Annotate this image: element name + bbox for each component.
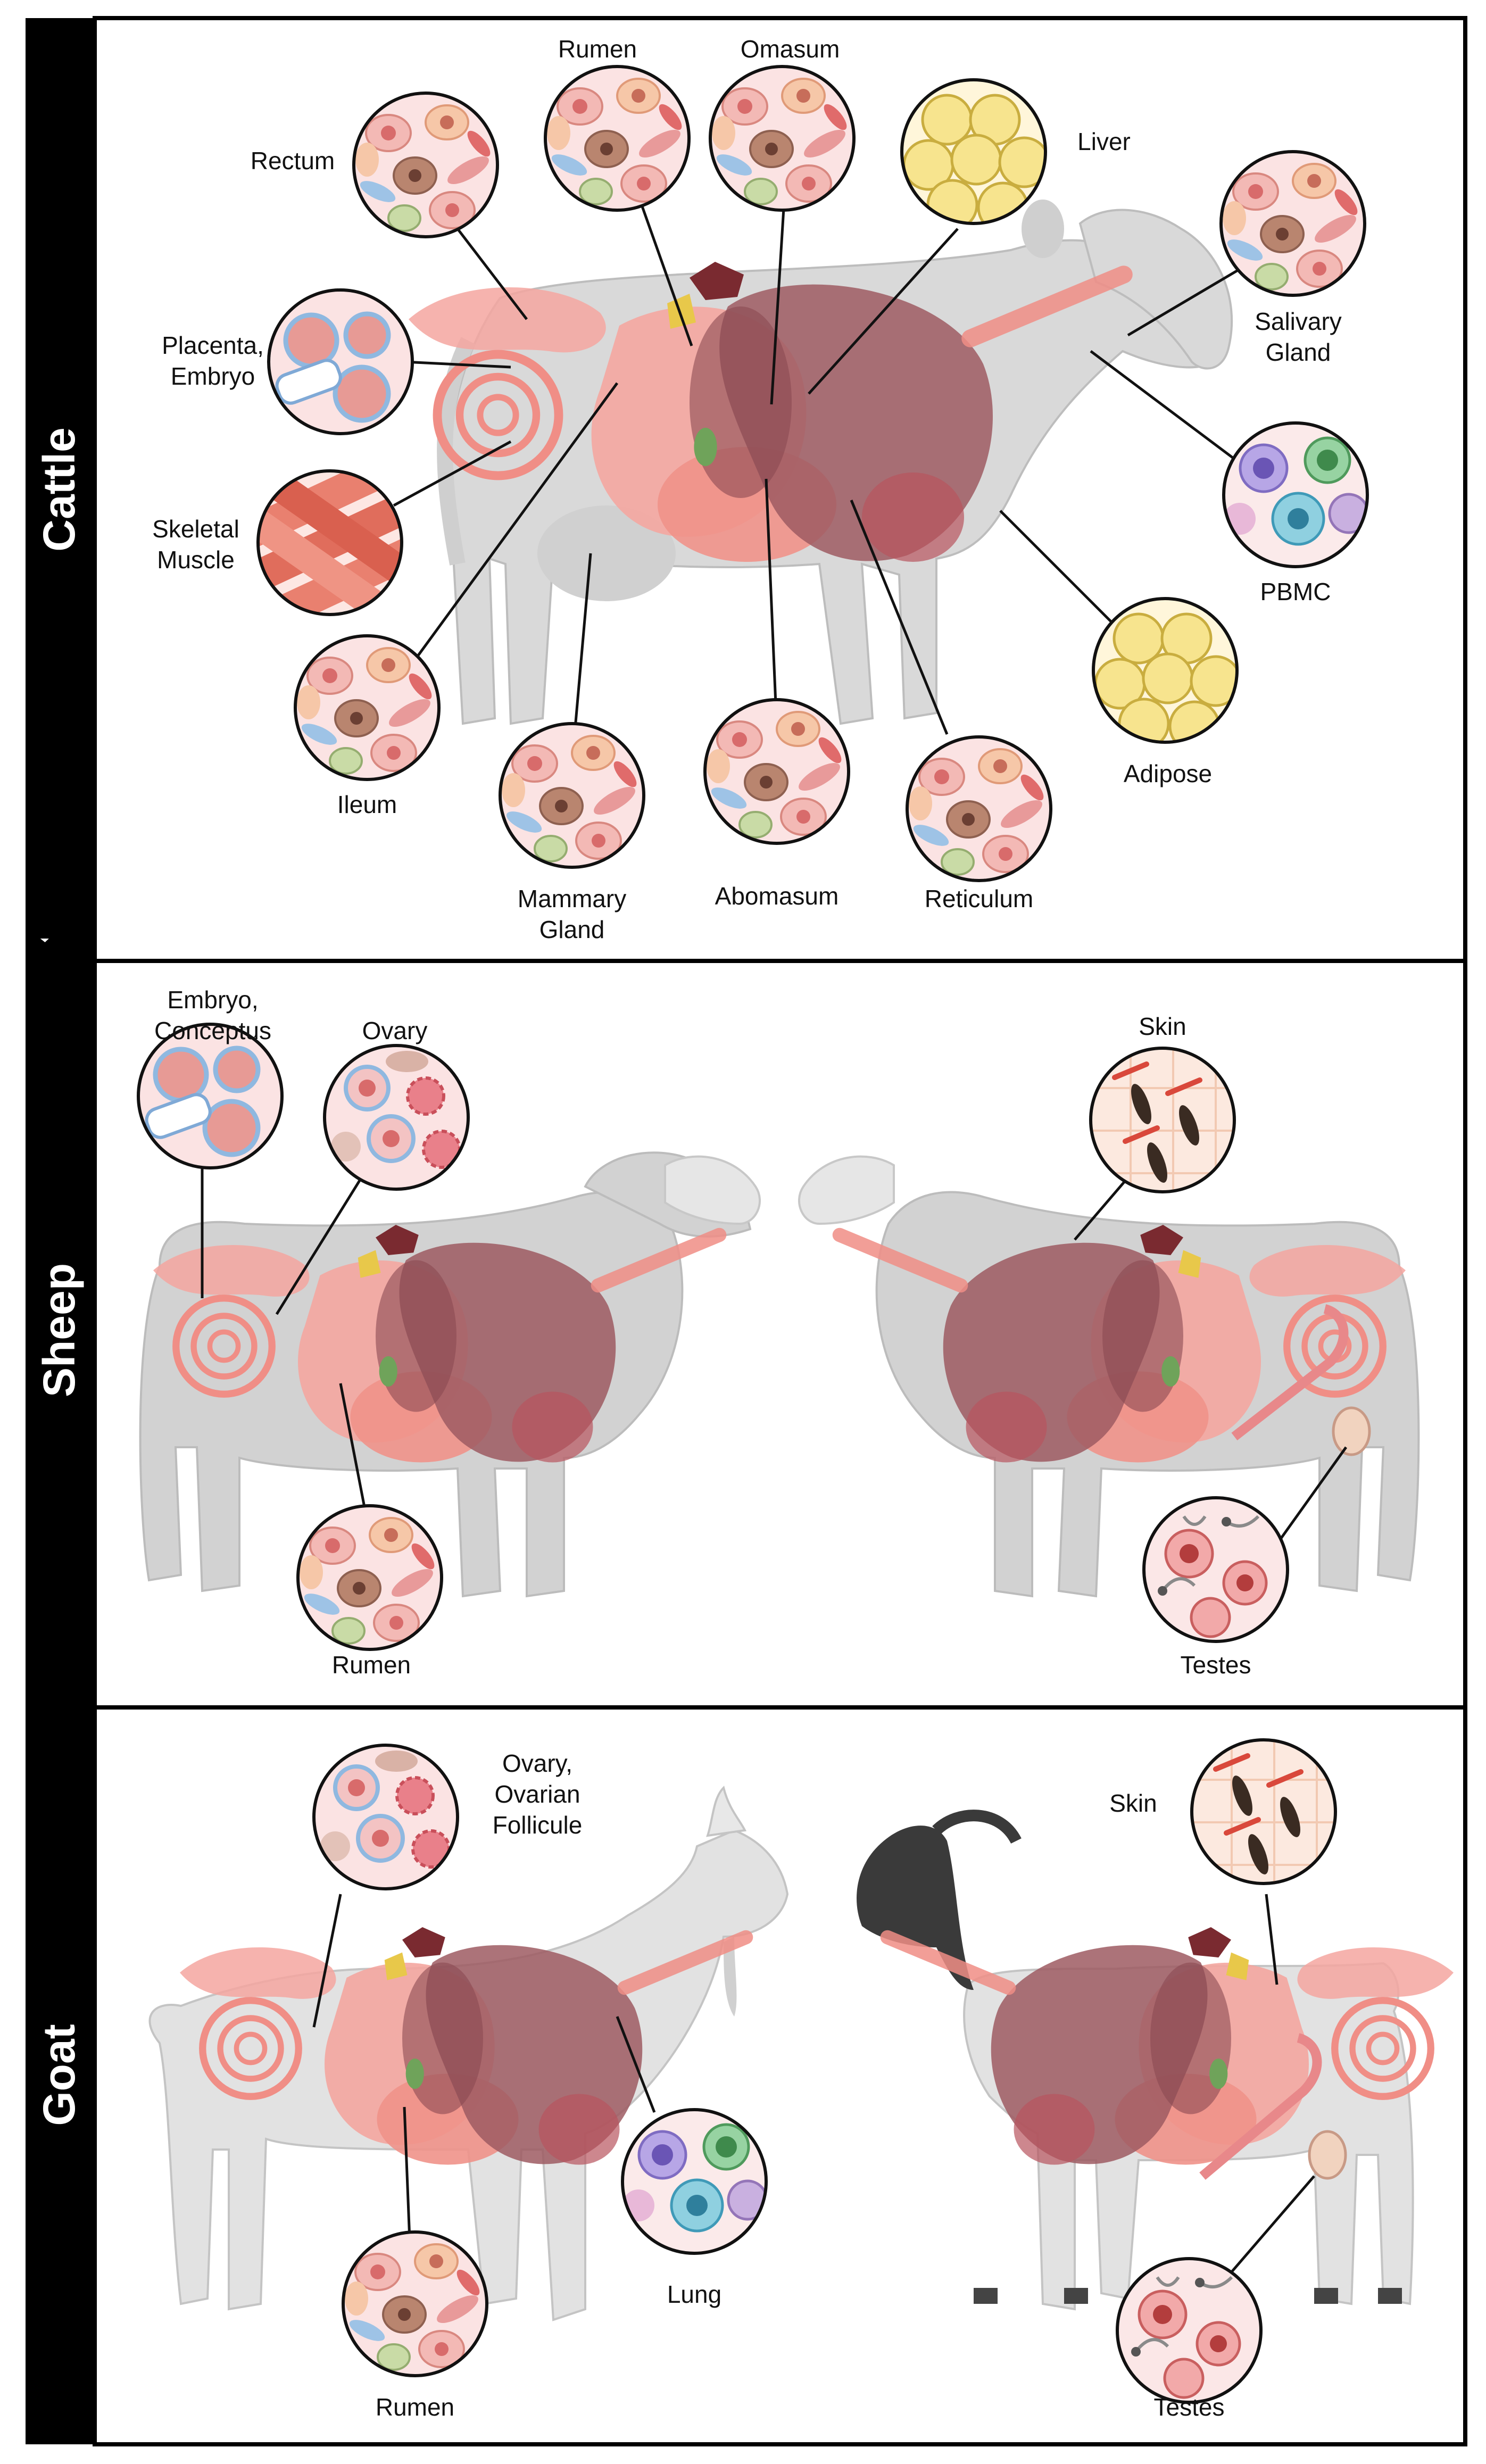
label-goat-rumen: Rumen	[376, 2393, 454, 2421]
mammary-gland-circle-icon	[500, 724, 644, 867]
sheep-label: Sheep	[34, 1263, 84, 1397]
label-goat-lung: Lung	[667, 2280, 721, 2308]
label-omasum: Omasum	[741, 35, 840, 63]
label-adipose: Adipose	[1124, 760, 1212, 787]
label-goat-ovary-2: Ovarian	[494, 1780, 580, 1808]
label-reticulum: Reticulum	[925, 885, 1034, 912]
sheep-panel: Embryo, Conceptus Ovary Skin Rumen Teste…	[138, 986, 1420, 1679]
side-label-goat: Goat	[26, 1684, 95, 2444]
reticulum-circle-icon	[907, 737, 1051, 881]
label-sheep-ovary: Ovary	[362, 1017, 428, 1044]
adipose-circle-icon	[1093, 599, 1240, 751]
label-skeletal-2: Muscle	[157, 546, 235, 574]
goat-testis-organ	[1199, 2033, 1347, 2180]
pbmc-circle-icon	[1224, 423, 1368, 567]
label-mammary-1: Mammary	[518, 885, 626, 912]
sheep-testis-organ	[1231, 1304, 1371, 1456]
label-sheep-testes: Testes	[1181, 1651, 1251, 1679]
goat-ovary-circle-icon	[314, 1745, 458, 1889]
rumen-circle-icon	[545, 67, 689, 210]
goat-leader-lines	[312, 1894, 1315, 2332]
goat-skin-circle-icon	[1192, 1740, 1335, 1884]
rectum-circle-icon	[354, 93, 497, 237]
salivary-gland-circle-icon	[1221, 152, 1365, 295]
label-sheep-rumen: Rumen	[332, 1651, 411, 1679]
side-label-cattle: Cattle	[26, 18, 95, 961]
goat-testes-circle-icon	[1117, 2259, 1261, 2402]
label-embryo-2: Conceptus	[154, 1017, 271, 1044]
goat-label: Goat	[34, 2024, 84, 2126]
label-pbmc: PBMC	[1260, 578, 1331, 605]
cattle-leader-lines	[393, 180, 1246, 735]
sheep-rumen-circle-icon	[298, 1506, 442, 1649]
ileum-circle-icon	[295, 636, 439, 779]
label-goat-skin: Skin	[1109, 1789, 1157, 1817]
cattle-label: Cattle	[34, 427, 84, 551]
sheep-skin-circle-icon	[1091, 1048, 1234, 1192]
liver-circle-icon	[902, 80, 1049, 232]
label-salivary-1: Salivary	[1255, 308, 1342, 335]
label-sheep-skin: Skin	[1139, 1013, 1186, 1040]
label-liver: Liver	[1077, 128, 1131, 155]
omasum-circle-icon	[710, 67, 854, 210]
goat-rumen-circle-icon	[343, 2232, 487, 2376]
label-mammary-2: Gland	[539, 916, 605, 943]
abomasum-circle-icon	[705, 700, 849, 843]
label-placenta-1: Placenta,	[162, 331, 264, 359]
label-embryo-1: Embryo,	[167, 986, 258, 1014]
label-salivary-2: Gland	[1266, 338, 1331, 366]
label-rectum: Rectum	[251, 147, 335, 175]
label-skeletal-1: Skeletal	[152, 515, 239, 543]
goat-panel: Ovary, Ovarian Follicule Skin Lung Rumen…	[148, 1740, 1454, 2421]
sheep-ovary-circle-icon	[325, 1046, 468, 1189]
sheep-embryo-circle-icon	[138, 1024, 282, 1168]
goat-lung-circle-icon	[622, 2110, 767, 2253]
label-goat-ovary-1: Ovary,	[502, 1749, 572, 1777]
label-goat-ovary-3: Follicule	[493, 1811, 583, 1839]
label-ileum: Ileum	[337, 791, 397, 818]
placenta-circle-icon	[269, 290, 412, 434]
side-label-sheep: Sheep	[26, 936, 95, 1707]
label-rumen: Rumen	[558, 35, 637, 63]
cattle-panel: Rectum Rumen Omasum Liver Salivary Gland…	[152, 35, 1368, 943]
label-placenta-2: Embryo	[171, 362, 255, 390]
skeletal-muscle-circle-icon	[223, 451, 436, 634]
label-goat-testes: Testes	[1154, 2393, 1225, 2421]
label-abomasum: Abomasum	[715, 882, 839, 910]
sheep-testes-circle-icon	[1144, 1498, 1288, 1641]
